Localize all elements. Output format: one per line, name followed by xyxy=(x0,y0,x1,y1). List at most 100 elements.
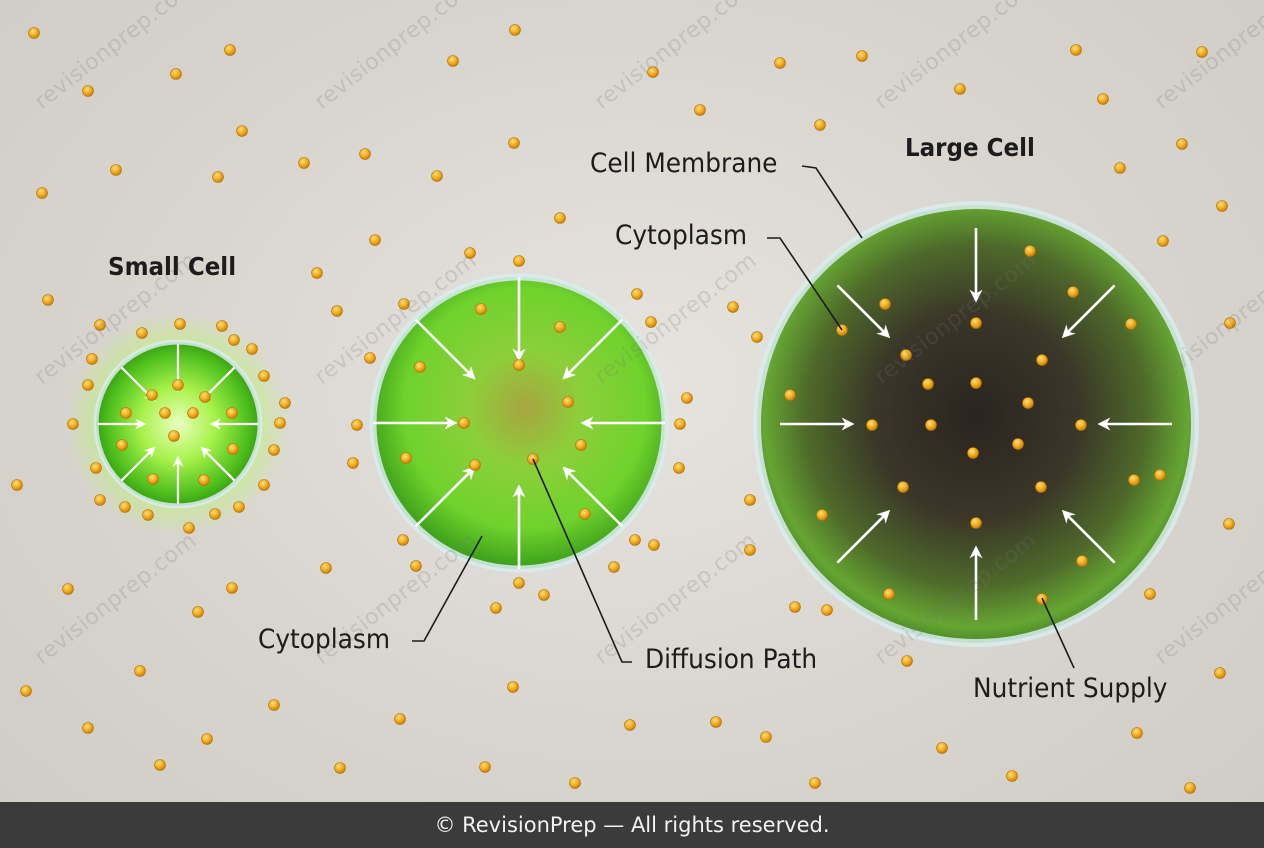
nutrient-particle xyxy=(1012,438,1024,450)
nutrient-particle xyxy=(970,317,982,329)
nutrient-particle xyxy=(760,731,772,743)
nutrient-particle xyxy=(922,378,934,390)
diffusion-arrow xyxy=(562,318,624,380)
nutrient-particle xyxy=(681,392,693,404)
leader-diffusion-path xyxy=(532,458,632,663)
nutrient-particle xyxy=(147,473,159,485)
medium-cell-diffusion-arrows xyxy=(373,277,665,569)
nutrient-particle xyxy=(334,762,346,774)
nutrient-particle xyxy=(816,509,828,521)
medium-cell xyxy=(369,273,669,573)
nutrient-particle xyxy=(447,55,459,67)
nutrient-particle xyxy=(513,255,525,267)
nutrient-particle xyxy=(82,85,94,97)
nutrient-particle xyxy=(784,389,796,401)
nutrient-particle xyxy=(1196,46,1208,58)
nutrient-particle xyxy=(236,125,248,137)
nutrient-particle xyxy=(789,601,801,613)
nutrient-particle xyxy=(1157,235,1169,247)
nutrient-particle xyxy=(490,602,502,614)
nutrient-particle xyxy=(201,733,213,745)
diffusion-arrow xyxy=(200,446,236,482)
nutrient-particle xyxy=(119,501,131,513)
nutrient-particle xyxy=(1022,397,1034,409)
leader-lines xyxy=(412,165,1075,669)
nutrient-particle xyxy=(1006,770,1018,782)
nutrient-particle xyxy=(1114,162,1126,174)
nutrient-particle xyxy=(513,359,525,371)
nutrient-particle xyxy=(575,439,587,451)
nutrient-particle xyxy=(507,681,519,693)
nutrient-particle xyxy=(475,303,487,315)
nutrient-particle xyxy=(187,407,199,419)
nutrient-particle xyxy=(170,68,182,80)
nutrient-particle xyxy=(727,301,739,313)
nutrient-particle xyxy=(629,534,641,546)
nutrient-particle xyxy=(246,343,258,355)
nutrient-particle xyxy=(216,320,228,332)
nutrient-particle xyxy=(479,761,491,773)
nutrient-particle xyxy=(856,50,868,62)
nutrient-particle xyxy=(209,508,221,520)
nutrient-particle xyxy=(469,459,481,471)
nutrient-particle xyxy=(673,462,685,474)
nutrient-particle xyxy=(212,171,224,183)
nutrient-particle xyxy=(369,234,381,246)
nutrient-particle xyxy=(168,430,180,442)
nutrient-particle xyxy=(172,379,184,391)
nutrient-particle xyxy=(744,544,756,556)
nutrient-particle xyxy=(901,655,913,667)
cytoplasm-medium-label: Cytoplasm xyxy=(258,624,391,655)
nutrient-particle xyxy=(226,407,238,419)
nutrient-particle xyxy=(751,331,763,343)
nutrient-particle xyxy=(146,389,158,401)
nutrient-particle xyxy=(897,481,909,493)
nutrient-particle xyxy=(569,777,581,789)
nutrient-particle xyxy=(274,417,286,429)
nutrient-particle xyxy=(554,321,566,333)
nutrient-particle xyxy=(183,522,195,534)
nutrient-particle xyxy=(224,44,236,56)
leader-cytoplasm-medium xyxy=(412,535,483,642)
nutrient-particle xyxy=(744,494,756,506)
nutrient-particle xyxy=(1067,286,1079,298)
nutrient-particle xyxy=(359,148,371,160)
small-cell-label: Small Cell xyxy=(108,252,237,281)
leader-cytoplasm-large xyxy=(767,237,843,331)
nutrient-particle xyxy=(1076,555,1088,567)
nutrient-particle xyxy=(228,334,240,346)
nutrient-particle xyxy=(1131,727,1143,739)
nutrient-particle xyxy=(562,396,574,408)
nutrient-particle xyxy=(954,83,966,95)
nutrient-particle xyxy=(1184,782,1196,794)
nutrient-particle xyxy=(1036,354,1048,366)
nutrient-particle xyxy=(1223,518,1235,530)
nutrient-supply-label: Nutrient Supply xyxy=(973,673,1168,704)
nutrient-particle xyxy=(142,509,154,521)
nutrient-particle xyxy=(1035,481,1047,493)
nutrient-particle xyxy=(268,699,280,711)
nutrient-particle xyxy=(1224,317,1236,329)
copyright-text: © RevisionPrep — All rights reserved. xyxy=(434,813,830,837)
nutrient-particle xyxy=(42,294,54,306)
large-cell-label: Large Cell xyxy=(905,133,1035,162)
nutrient-particle xyxy=(647,66,659,78)
nutrient-particle xyxy=(431,170,443,182)
nutrient-particle xyxy=(554,212,566,224)
nutrient-particle xyxy=(67,418,79,430)
nutrient-particle xyxy=(674,418,686,430)
nutrient-particle xyxy=(258,479,270,491)
nutrient-particle xyxy=(414,361,426,373)
cytoplasm-large-label: Cytoplasm xyxy=(615,220,748,251)
nutrient-particle xyxy=(866,419,878,431)
nutrient-particle xyxy=(410,560,422,572)
nutrient-particle xyxy=(397,534,409,546)
nutrient-particle xyxy=(1128,474,1140,486)
nutrient-particle xyxy=(509,24,521,36)
nutrient-particle xyxy=(347,457,359,469)
nutrient-particle xyxy=(159,407,171,419)
diffusion-arrow xyxy=(836,509,891,564)
nutrient-particle xyxy=(136,327,148,339)
nutrient-particle xyxy=(464,247,476,259)
nutrient-particle xyxy=(94,494,106,506)
